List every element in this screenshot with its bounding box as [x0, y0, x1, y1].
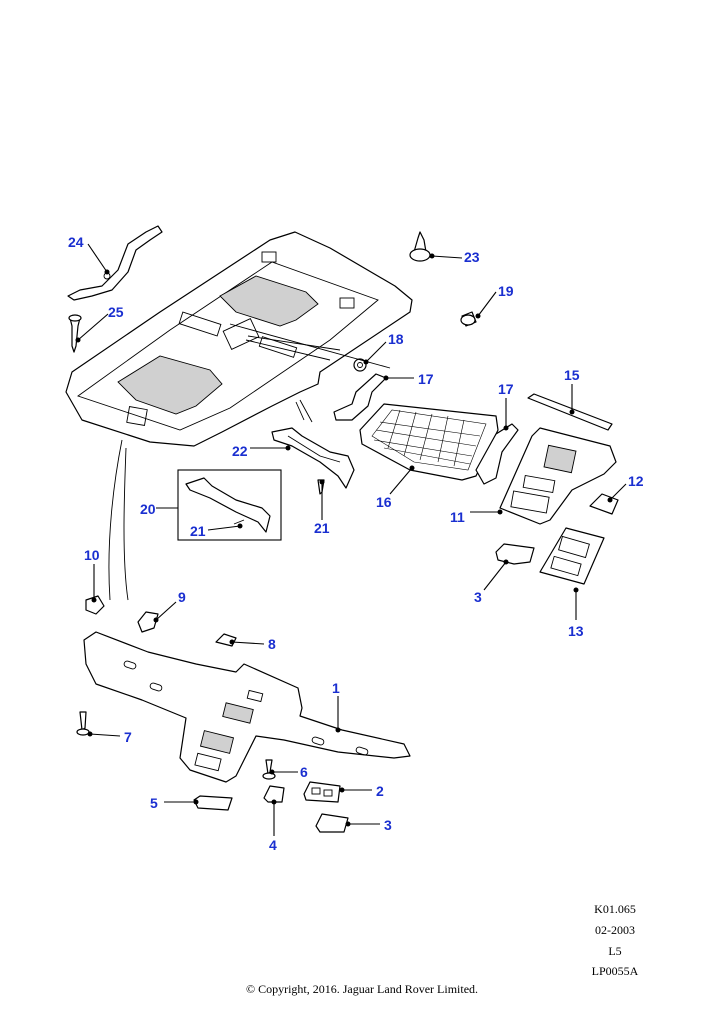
callout-9: 9: [178, 589, 186, 605]
callout-17-right: 17: [498, 381, 514, 397]
part-4-lamp: [263, 785, 285, 803]
callout-19: 19: [498, 283, 514, 299]
part-16-net: [359, 403, 499, 481]
callout-22: 22: [232, 443, 248, 459]
part-5-lens: [193, 795, 233, 811]
part-23-fastener: [409, 231, 431, 262]
part-2-bezel: [303, 781, 341, 803]
part-1-panel: [83, 631, 411, 783]
part-19-grommet: [460, 311, 477, 327]
reference-number: K01.065: [594, 902, 636, 916]
part-3-cover-upper: [495, 543, 535, 565]
callout-16: 16: [376, 494, 392, 510]
headlining: [65, 231, 413, 447]
copyright-notice: © Copyright, 2016. Jaguar Land Rover Lim…: [245, 982, 479, 996]
callout-12: 12: [628, 473, 644, 489]
callout-5: 5: [150, 795, 158, 811]
callout-21-right: 21: [314, 520, 330, 536]
callout-2: 2: [376, 783, 384, 799]
callout-8: 8: [268, 636, 276, 652]
callout-1: 1: [332, 680, 340, 696]
callout-6: 6: [300, 764, 308, 780]
callouts: 24 25 23 19 18 17 17 15 16 11 12 3 13 22…: [68, 234, 644, 853]
part-12-lens: [589, 493, 619, 515]
callout-25: 25: [108, 304, 124, 320]
callout-7: 7: [124, 729, 132, 745]
assembly-lines: [108, 323, 391, 601]
callout-21-inset: 21: [190, 523, 206, 539]
callout-3-lower: 3: [384, 817, 392, 833]
part-6-screw: [262, 759, 276, 780]
part-17-bracket-right: [475, 423, 519, 485]
callout-23: 23: [464, 249, 480, 265]
illustration-code: LP0055A: [591, 964, 639, 978]
callout-4: 4: [269, 837, 277, 853]
callout-24: 24: [68, 234, 84, 250]
callout-18: 18: [388, 331, 404, 347]
part-22-grab-handle: [271, 427, 355, 489]
part-25-clip: [68, 314, 82, 353]
part-20-inset: [177, 469, 282, 541]
revision-date: 02-2003: [595, 923, 635, 937]
part-17-bracket-left: [333, 373, 387, 421]
part-3-cover-lower: [315, 813, 349, 833]
callout-10: 10: [84, 547, 100, 563]
part-11-console: [499, 427, 617, 525]
part-18-nut: [353, 358, 367, 372]
callout-3-upper: 3: [474, 589, 482, 605]
callout-13: 13: [568, 623, 584, 639]
callout-17-left: 17: [418, 371, 434, 387]
callout-15: 15: [564, 367, 580, 383]
level: L5: [608, 944, 622, 958]
part-13-bezel: [539, 527, 605, 585]
callout-11: 11: [450, 509, 465, 525]
callout-20: 20: [140, 501, 156, 517]
leaders: [75, 243, 627, 836]
part-7-screw: [76, 711, 90, 736]
part-10-clip: [85, 595, 105, 615]
